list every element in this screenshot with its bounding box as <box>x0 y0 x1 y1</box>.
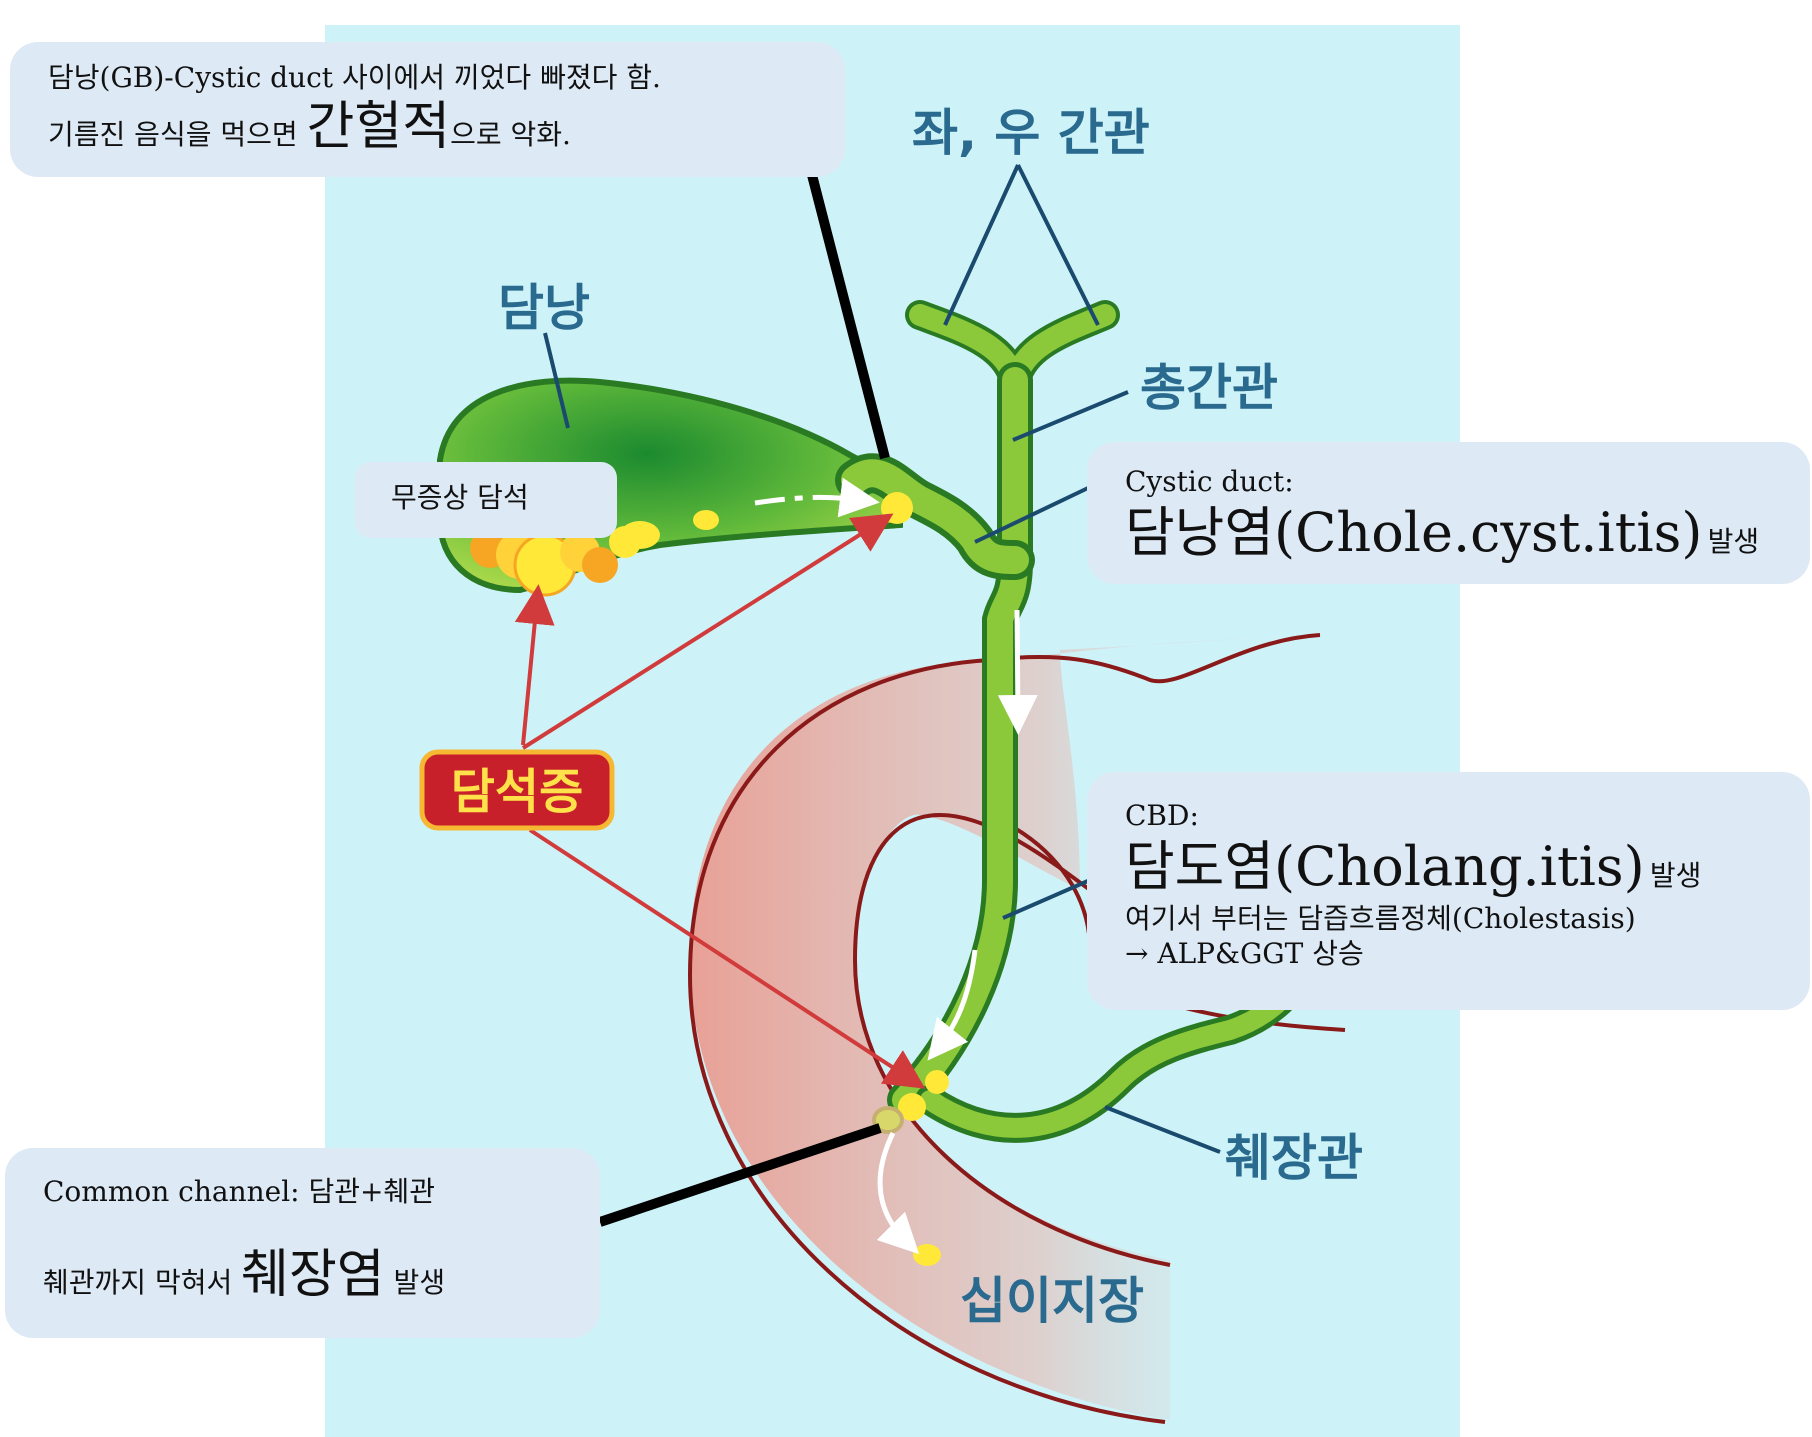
bile-flow-arrows <box>754 477 1038 1255</box>
callout-cbd-line2: 담도염(Cholang.itis) 발생 <box>1125 833 1772 901</box>
callout-common-channel: Common channel: 담관+췌관 췌관까지 막혀서 췌장염 발생 <box>5 1148 600 1338</box>
callout-cbd: CBD: 담도염(Cholang.itis) 발생 여기서 부터는 담즙흐름정체… <box>1087 772 1810 1010</box>
callout-cystic-emphasis: 담낭염(Chole.cyst.itis) <box>1125 501 1703 564</box>
callout-common-line2: 췌관까지 막혀서 췌장염 발생 <box>43 1243 562 1308</box>
callout-common-line2-post: 발생 <box>384 1266 446 1299</box>
callout-cystic-duct: Cystic duct: 담낭염(Chole.cyst.itis) 발생 <box>1087 442 1810 584</box>
label-pointers <box>543 164 1221 1154</box>
duodenum-fill <box>690 635 1320 1420</box>
callout-common-line2-pre: 췌관까지 막혀서 <box>43 1266 242 1299</box>
callout-intermittent-line1: 담낭(GB)-Cystic duct 사이에서 끼었다 빠졌다 함. <box>48 61 661 94</box>
callout-intermittent-line2-post: 으로 악화. <box>450 118 571 151</box>
callout-cbd-heading: CBD: <box>1125 799 1199 832</box>
callout-cystic-suffix: 발생 <box>1707 525 1760 558</box>
callout-cbd-suffix: 발생 <box>1649 859 1702 892</box>
callout-intermittent-line2-pre: 기름진 음식을 먹으면 <box>48 118 307 151</box>
callout-cbd-emphasis: 담도염(Cholang.itis) <box>1125 835 1645 898</box>
label-duodenum: 십이지장 <box>960 1272 1144 1330</box>
callout-intermittent: 담낭(GB)-Cystic duct 사이에서 끼었다 빠졌다 함. 기름진 음… <box>10 42 845 177</box>
callout-intermittent-emphasis: 간헐적 <box>306 97 451 157</box>
callout-cystic-line2: 담낭염(Chole.cyst.itis) 발생 <box>1125 499 1772 567</box>
callout-lines <box>598 173 890 1227</box>
callout-intermittent-line2: 기름진 음식을 먹으면 간헐적으로 악화. <box>48 95 807 160</box>
callout-cbd-line4: → ALP&GGT 상승 <box>1125 936 1364 970</box>
callout-common-emphasis: 췌장염 <box>241 1245 385 1305</box>
callout-cystic-heading: Cystic duct: <box>1125 465 1294 498</box>
label-gallbladder: 담낭 <box>498 279 590 337</box>
callout-asymptomatic: 무증상 담석 <box>355 462 617 538</box>
label-pancreatic-duct: 췌장관 <box>1225 1129 1363 1187</box>
callout-cbd-line3: 여기서 부터는 담즙흐름정체(Cholestasis) <box>1125 901 1636 935</box>
callout-common-line1: Common channel: 담관+췌관 <box>43 1175 436 1208</box>
gallstone-arrows <box>514 513 926 1089</box>
label-left-right-hepatic: 좌, 우 간관 <box>912 104 1150 162</box>
callout-asymptomatic-text: 무증상 담석 <box>391 481 529 514</box>
duodenum-outer-wall <box>687 633 1321 1424</box>
gallstone-disease-label: 담석증 <box>451 764 583 820</box>
label-common-hepatic: 총간관 <box>1140 359 1278 417</box>
gallstone-disease-badge: 담석증 <box>419 749 615 831</box>
